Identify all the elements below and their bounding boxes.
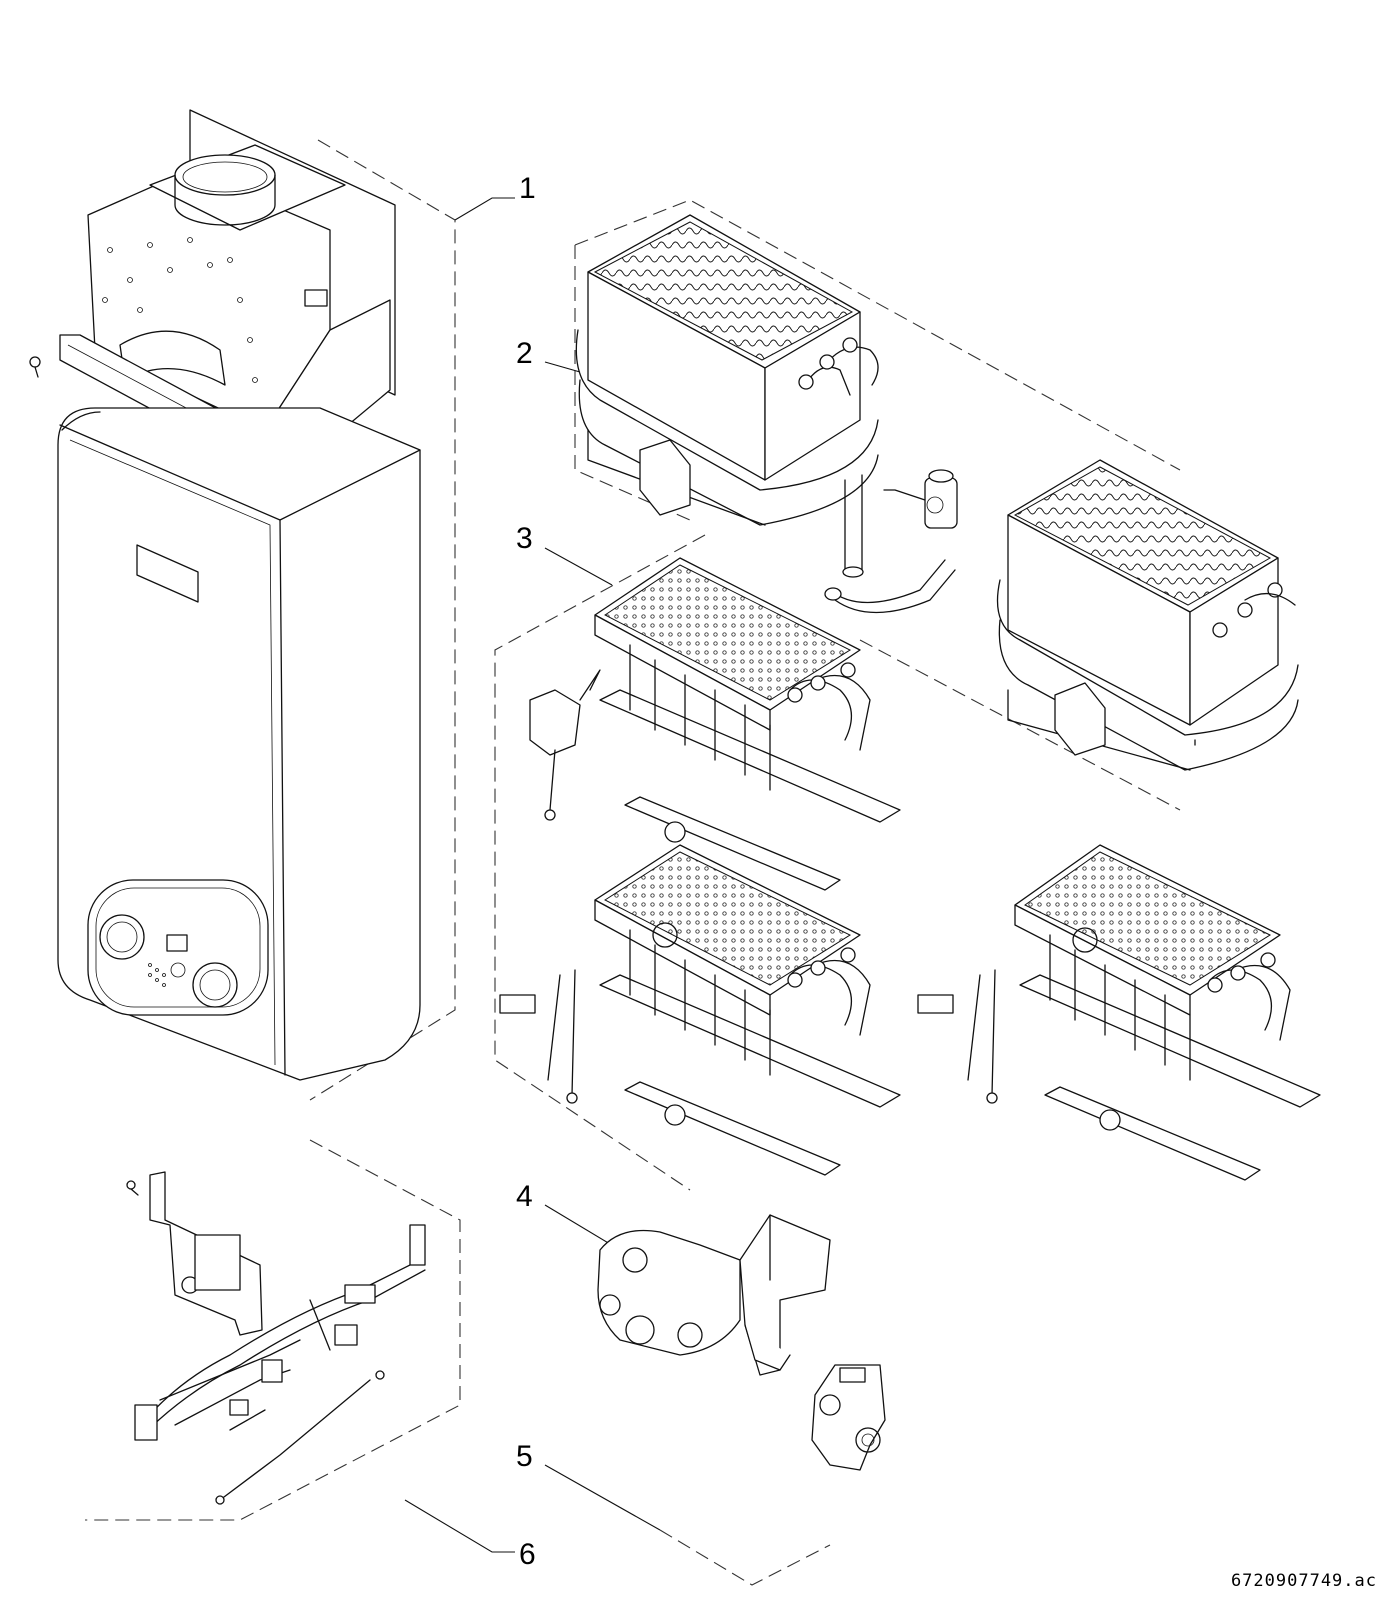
callout-3: 3 bbox=[516, 522, 533, 555]
front-casing bbox=[57, 407, 421, 1081]
group-outline-3 bbox=[494, 534, 1181, 1191]
group-outline-5 bbox=[659, 1529, 831, 1586]
callout-2: 2 bbox=[516, 337, 533, 370]
leader-lines bbox=[404, 197, 661, 1553]
flow-sensor-pipe bbox=[824, 469, 958, 614]
callout-5: 5 bbox=[516, 1440, 533, 1473]
gas-valve-compact bbox=[811, 1364, 886, 1471]
heat-exchanger-finned-1 bbox=[575, 214, 879, 578]
gas-water-valve bbox=[597, 1214, 831, 1376]
callout-1: 1 bbox=[519, 172, 536, 205]
burner-assembly-2 bbox=[499, 844, 901, 1176]
burner-assembly-3 bbox=[917, 844, 1321, 1181]
control-unit-wiring-harness bbox=[126, 1171, 426, 1505]
callout-labels: 1 2 3 4 5 6 bbox=[516, 172, 536, 1571]
group-outline-6 bbox=[85, 1139, 461, 1521]
callout-4: 4 bbox=[516, 1180, 533, 1213]
document-id: 6720907749.ac bbox=[1231, 1571, 1377, 1591]
burner-assembly-1 bbox=[529, 557, 901, 891]
callout-6: 6 bbox=[519, 1538, 536, 1571]
heat-exchanger-finned-2 bbox=[996, 459, 1299, 771]
group-outline-2 bbox=[574, 199, 1181, 521]
